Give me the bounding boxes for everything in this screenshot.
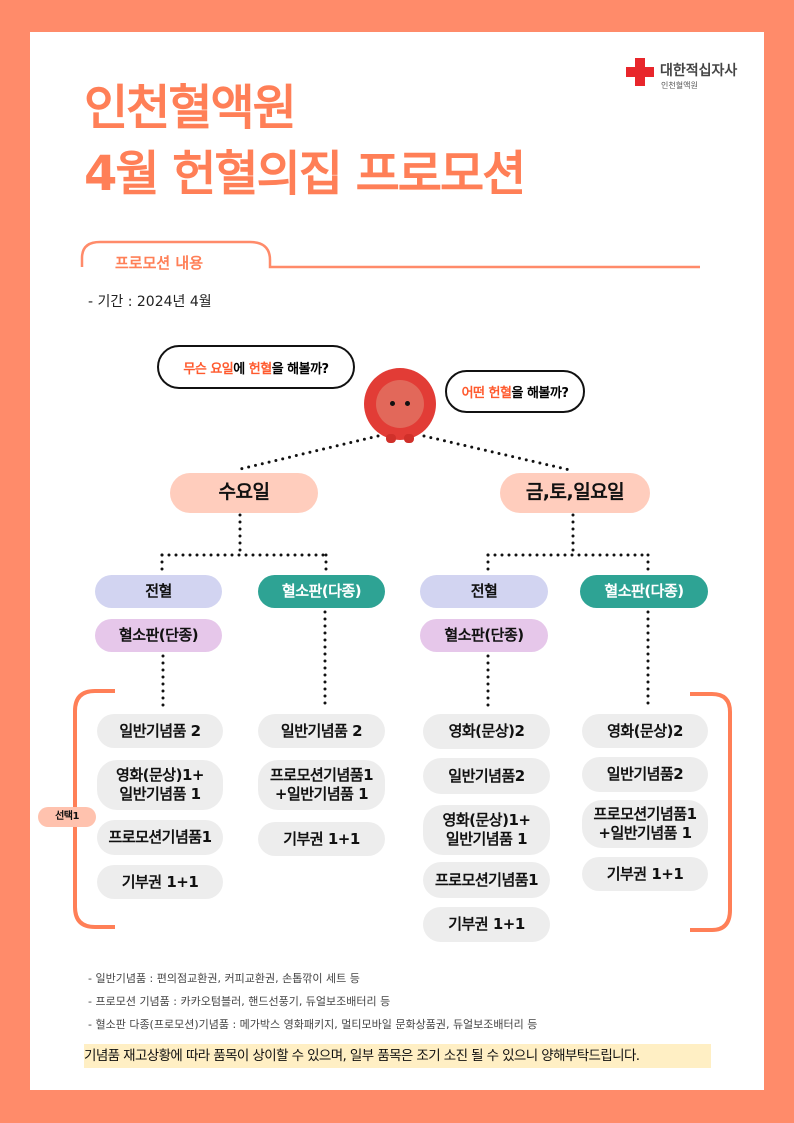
gift-option: 영화(문상)2	[582, 714, 708, 748]
gift-option: 기부권 1+1	[97, 865, 223, 899]
gift-option: 기부권 1+1	[423, 907, 550, 942]
gift-option: 일반기념품2	[582, 757, 708, 792]
bubble-text: 헌혈	[248, 361, 272, 377]
note-3: - 혈소판 다종(프로모션)기념품 : 메가박스 영화패키지, 멀티모바일 문화…	[88, 1018, 538, 1031]
weekend-platelet-single: 혈소판(단종)	[420, 619, 548, 652]
mascot-icon	[364, 368, 436, 443]
wed-platelet-single: 혈소판(단종)	[95, 619, 222, 652]
weekend-platelet-multi: 혈소판(다종)	[580, 575, 708, 608]
gift-option: 기부권 1+1	[582, 857, 708, 891]
gift-option: 일반기념품 2	[258, 714, 385, 748]
weekend-whole-blood: 전혈	[420, 575, 548, 608]
title-line2: 4월 헌혈의집 프로모션	[84, 146, 526, 202]
section-label: 프로모션 내용	[115, 254, 204, 272]
gift-option: 영화(문상)1+ 일반기념품 1	[97, 760, 223, 810]
red-cross-logo	[626, 58, 654, 86]
bubble-text: 어떤 헌혈	[461, 386, 512, 401]
gift-option: 영화(문상)1+ 일반기념품 1	[423, 805, 550, 855]
bubble-text: 을 해볼까?	[271, 361, 329, 377]
gift-option: 기부권 1+1	[258, 822, 385, 856]
bubble-text: 에	[233, 361, 249, 377]
logo-sub: 인천혈액원	[661, 81, 698, 90]
note-1: - 일반기념품 : 편의점교환권, 커피교환권, 손톱깎이 세트 등	[88, 972, 360, 985]
wed-platelet-multi: 혈소판(다종)	[258, 575, 385, 608]
gift-option: 프로모션기념품1	[423, 862, 550, 898]
bubble-text: 무슨 요일	[183, 361, 234, 377]
title-line1: 인천혈액원	[84, 80, 297, 136]
choice-badge: 선택1	[38, 807, 96, 827]
note-2: - 프로모션 기념품 : 카카오텀블러, 핸드선풍기, 듀얼보조배터리 등	[88, 995, 391, 1008]
logo-name: 대한적십자사	[660, 63, 738, 79]
gift-option: 프로모션기념품1 +일반기념품 1	[258, 760, 385, 810]
gift-option: 일반기념품2	[423, 758, 550, 794]
wed-whole-blood: 전혈	[95, 575, 222, 608]
poster	[30, 32, 764, 1090]
period: - 기간 : 2024년 4월	[88, 294, 212, 310]
day-wednesday: 수요일	[170, 473, 318, 513]
gift-option: 프로모션기념품1 +일반기념품 1	[582, 800, 708, 848]
bubble-text: 을 해볼까?	[511, 386, 569, 401]
day-fri-sat-sun: 금,토,일요일	[500, 473, 650, 513]
gift-option: 일반기념품 2	[97, 714, 223, 748]
disclaimer: 기념품 재고상황에 따라 품목이 상이할 수 있으며, 일부 품목은 조기 소진…	[84, 1044, 711, 1068]
gift-option: 프로모션기념품1	[97, 820, 223, 855]
gift-option: 영화(문상)2	[423, 714, 550, 749]
